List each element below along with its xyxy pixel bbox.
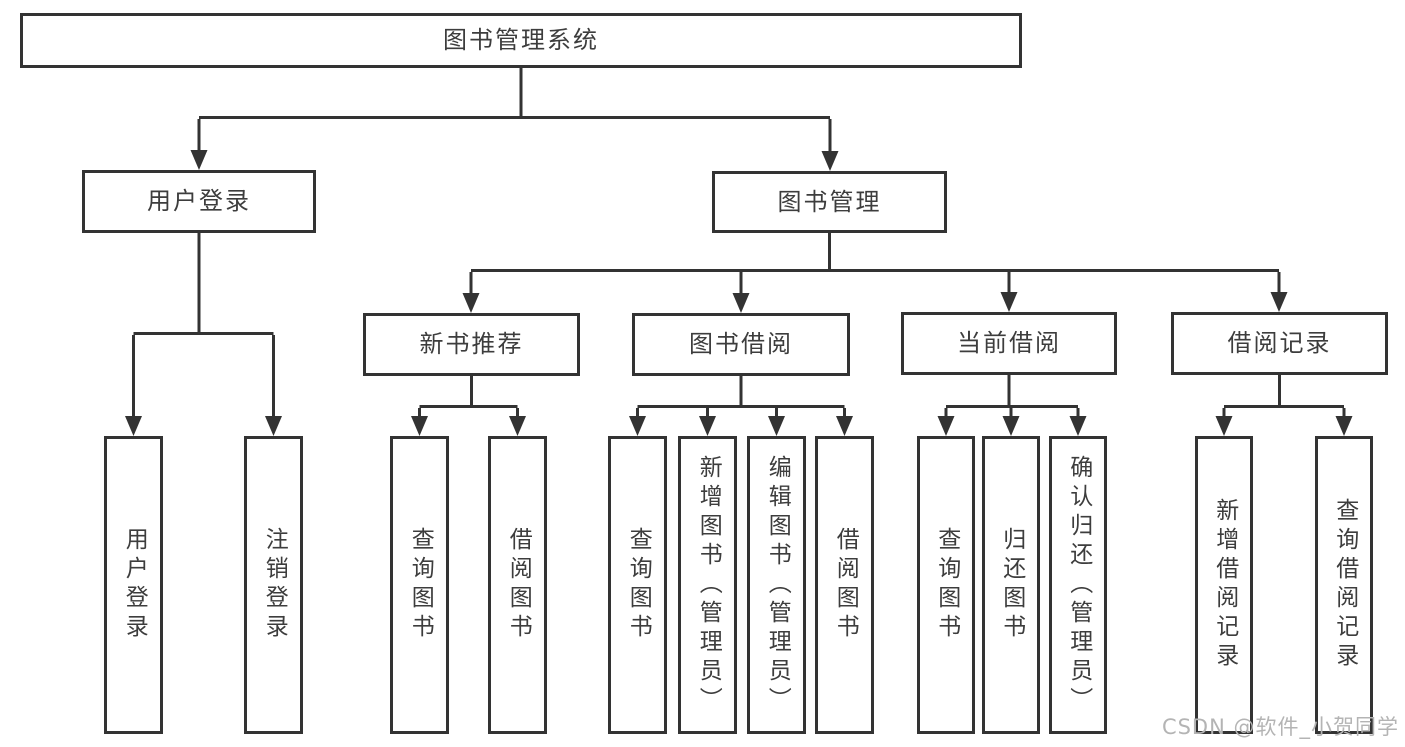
- leaf-current-return-books: 归还图书: [982, 436, 1040, 734]
- leaf-newbook-query-books: 查询图书: [390, 436, 449, 734]
- connector-borrow-records-split: [1215, 375, 1353, 436]
- leaf-logout: 注销登录: [244, 436, 303, 734]
- node-current-borrow: 当前借阅: [901, 312, 1117, 375]
- leaf-borrow-query-books: 查询图书: [608, 436, 667, 734]
- leaf-user-login: 用户登录: [104, 436, 163, 734]
- node-book-management: 图书管理: [712, 171, 947, 233]
- connector-root-split: [190, 68, 839, 171]
- connector-book-management-split: [462, 233, 1288, 313]
- node-borrow-records: 借阅记录: [1171, 312, 1388, 375]
- leaf-records-add-record: 新增借阅记录: [1195, 436, 1253, 734]
- leaf-newbook-borrow-books: 借阅图书: [488, 436, 547, 734]
- leaf-borrow-borrow-books: 借阅图书: [815, 436, 874, 734]
- leaf-borrow-add-books-admin: 新增图书（管理员）: [678, 436, 737, 734]
- connector-current-borrow-split: [937, 375, 1087, 436]
- connector-new-book-split: [411, 376, 526, 436]
- connector-user-login-split: [125, 233, 282, 436]
- leaf-records-query-record: 查询借阅记录: [1315, 436, 1373, 734]
- leaf-current-confirm-return-admin: 确认归还（管理员）: [1049, 436, 1107, 734]
- csdn-watermark: CSDN @软件_小贺同学: [1161, 715, 1399, 739]
- node-new-book-recommend: 新书推荐: [363, 313, 580, 376]
- node-root-system: 图书管理系统: [20, 13, 1022, 68]
- leaf-borrow-edit-books-admin: 编辑图书（管理员）: [747, 436, 806, 734]
- node-user-login: 用户登录: [82, 170, 316, 233]
- leaf-current-query-books: 查询图书: [917, 436, 975, 734]
- node-book-borrow: 图书借阅: [632, 313, 850, 376]
- connector-book-borrow-split: [629, 376, 853, 436]
